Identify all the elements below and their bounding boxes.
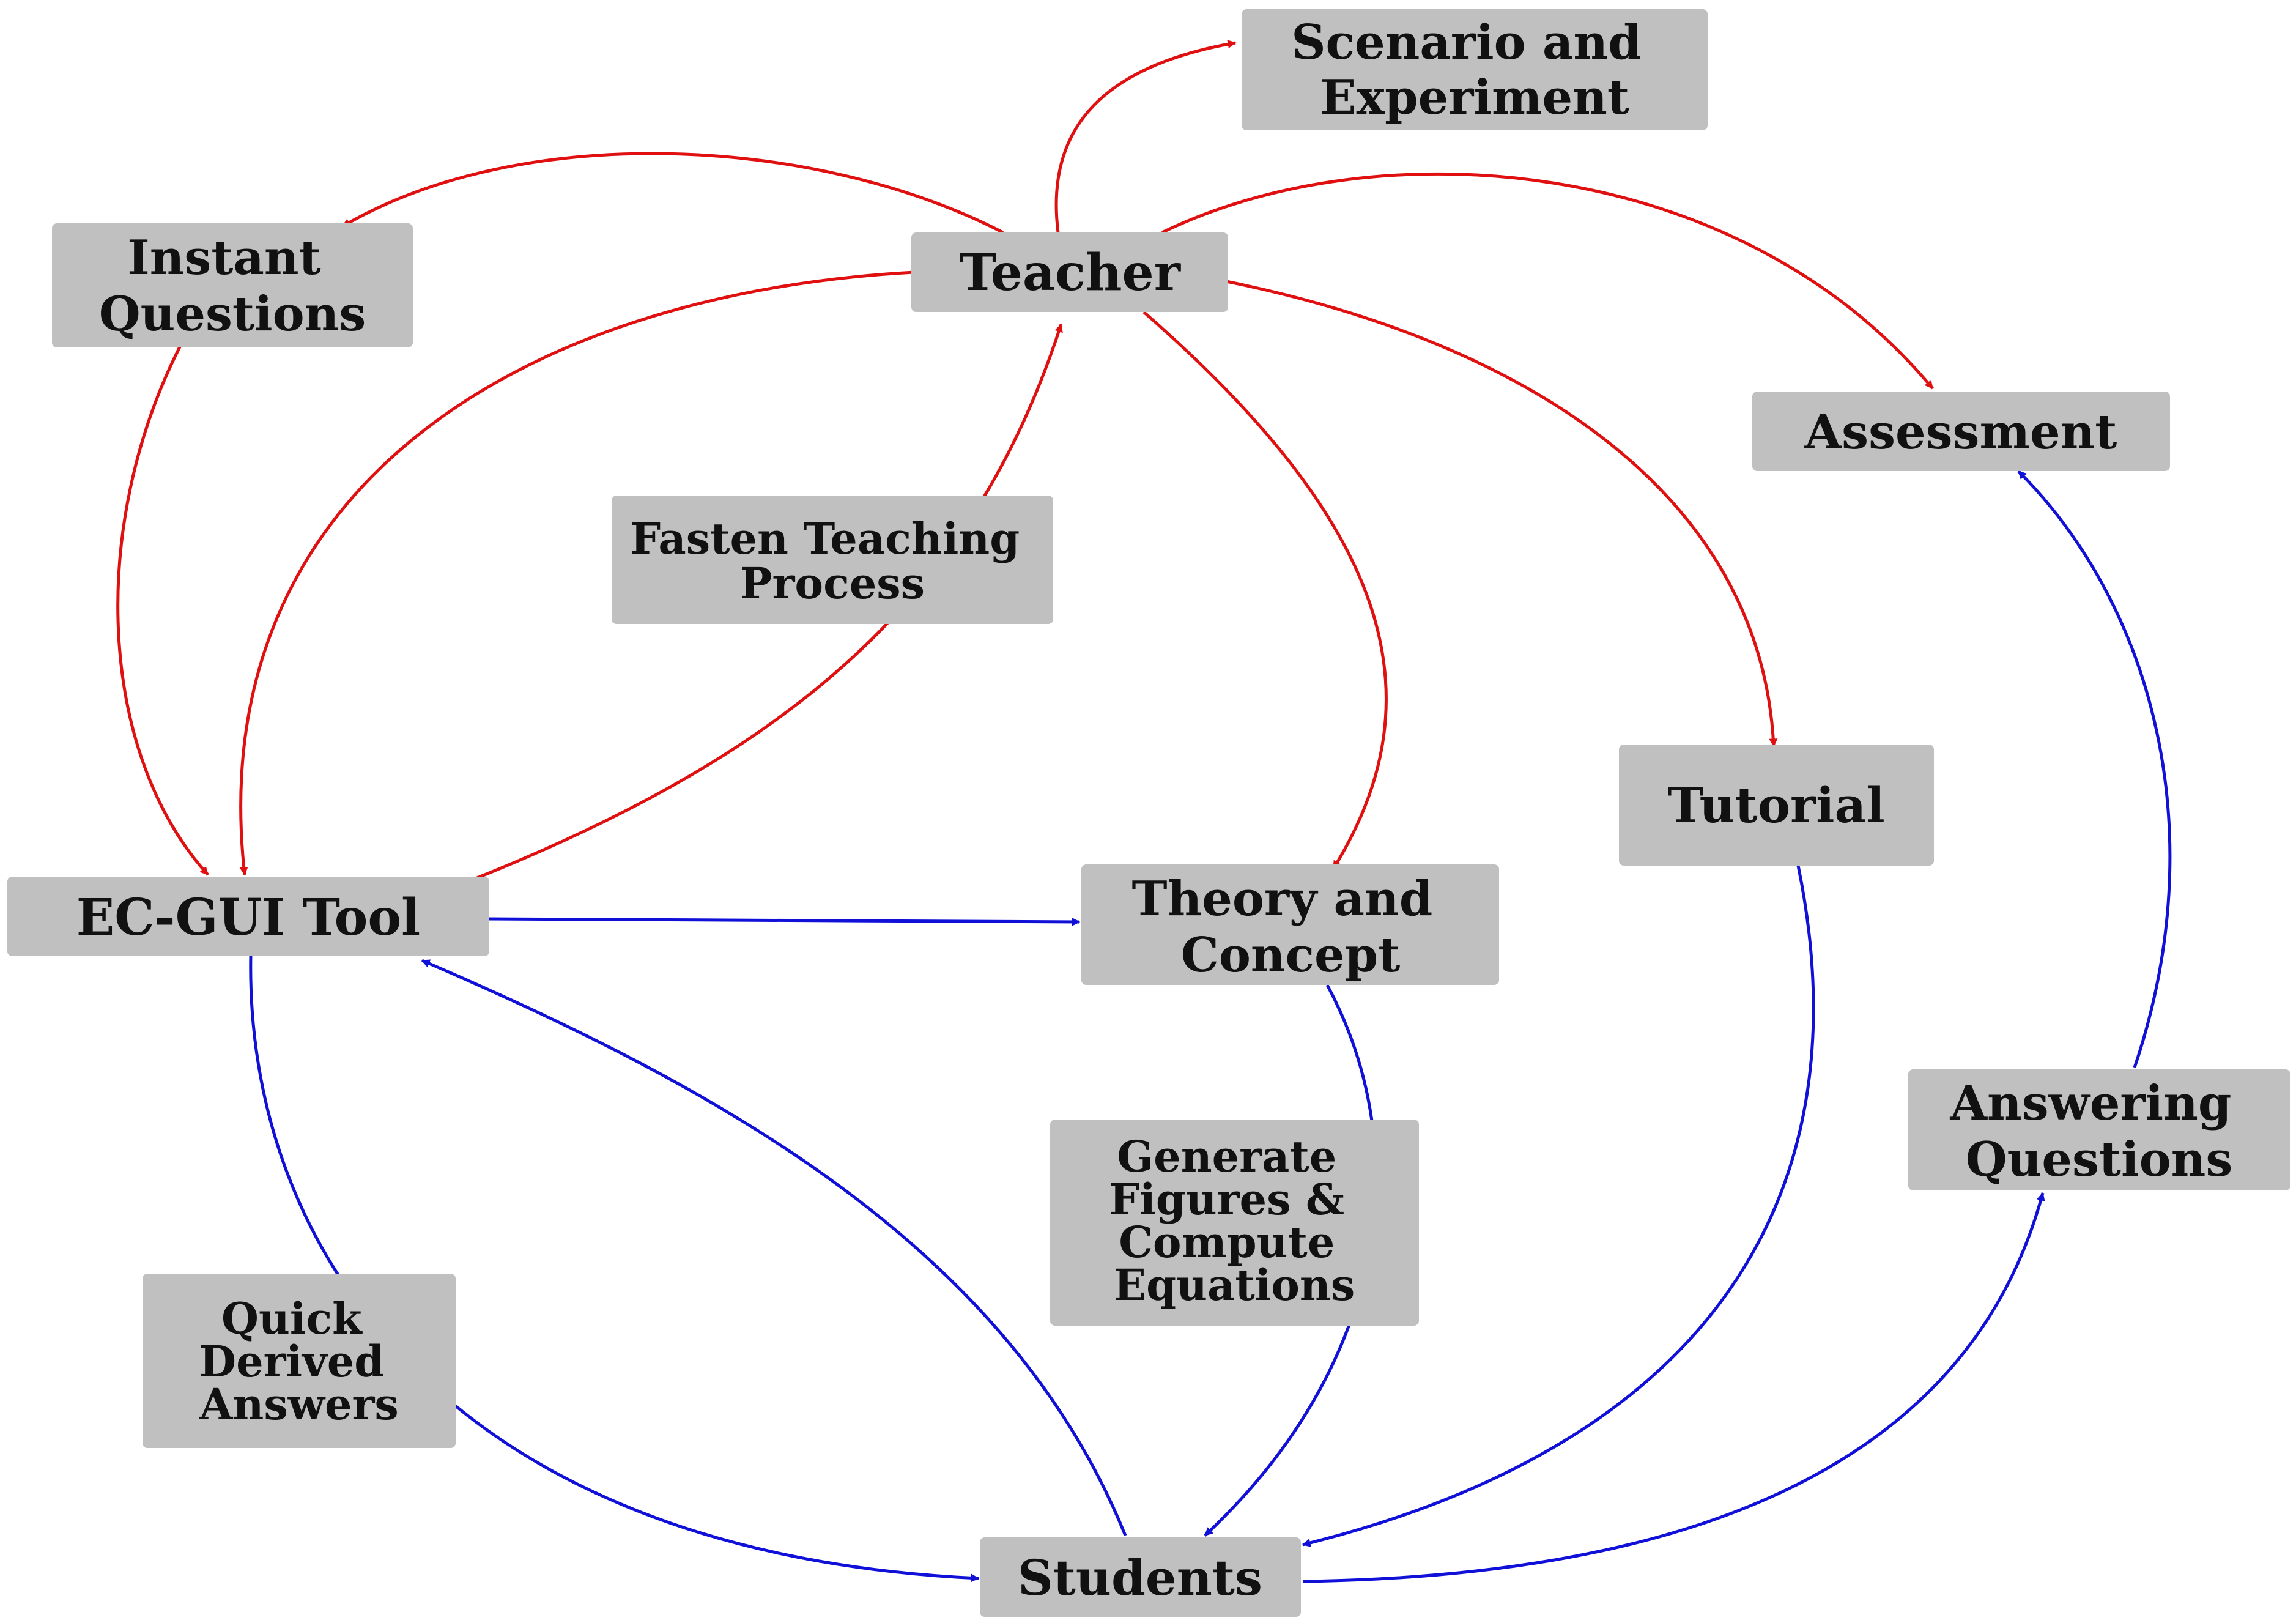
node-label-line: Students (1018, 1549, 1262, 1606)
edge-ec-gui-to-theory (489, 917, 1081, 926)
node-label-line: Instant (127, 230, 320, 286)
svg-text:Quick Derived Answ: Quick Derived Answers (199, 1293, 399, 1430)
edges (116, 40, 2172, 1583)
node-label-line: EC-GUI Tool (76, 888, 420, 947)
svg-text:Fasten Teaching Process: Fasten Teaching Process (630, 513, 1034, 609)
svg-text:Generate Figures &: Generate Figures & Compute Equations (1109, 1131, 1360, 1310)
edge-answering-questions-to-assessment (2017, 470, 2172, 1068)
svg-text:EC-GUI Tool: EC-GUI Tool (76, 888, 420, 947)
node-label-line: Compute (1119, 1217, 1335, 1268)
edge-ec-gui-to-teacher (476, 323, 1063, 880)
svg-text:Teacher: Teacher (959, 243, 1182, 302)
node-students[interactable]: Students (980, 1537, 1301, 1617)
node-label-line: Figures & (1109, 1174, 1345, 1225)
node-label-line: Teacher (959, 243, 1182, 302)
svg-text:Students: Students (1018, 1549, 1262, 1606)
node-answering-questions[interactable]: Answering Questions (1908, 1069, 2290, 1190)
node-label-line: Scenario and (1291, 15, 1641, 70)
node-generate-figures-compute-equations[interactable]: Generate Figures & Compute Equations (1050, 1120, 1419, 1326)
node-label-line: Derived (199, 1336, 384, 1387)
node-label-line: Questions (1966, 1132, 2233, 1187)
node-label-line: Experiment (1320, 70, 1629, 125)
node-label-line: Assessment (1804, 404, 2117, 460)
node-label-line: Theory and (1132, 871, 1433, 927)
edge-teacher-to-tutorial (1226, 280, 1778, 748)
svg-text:Theory and Concept: Theory and Concept (1132, 871, 1450, 983)
node-label-line: Process (740, 558, 925, 609)
node-teacher[interactable]: Teacher (911, 232, 1228, 312)
node-label-line: Quick (221, 1293, 363, 1344)
svg-text:Tutorial: Tutorial (1667, 776, 1884, 834)
node-label-line: Generate (1117, 1131, 1336, 1182)
node-theory-and-concept[interactable]: Theory and Concept (1081, 864, 1499, 985)
edge-teacher-to-theory (1142, 311, 1388, 870)
svg-text:Assessment: Assessment (1804, 404, 2117, 460)
edge-tutorial-to-students (1302, 865, 1815, 1547)
node-ec-gui-tool[interactable]: EC-GUI Tool (7, 877, 489, 956)
node-label-line: Equations (1114, 1260, 1355, 1310)
node-tutorial[interactable]: Tutorial (1619, 745, 1934, 866)
node-fasten-teaching-process[interactable]: Fasten Teaching Process (612, 496, 1053, 624)
edge-teacher-to-scenario (1054, 40, 1237, 233)
edge-instant-questions-to-ec-gui (116, 344, 209, 876)
node-label-line: Concept (1181, 927, 1401, 983)
node-instant-questions[interactable]: Instant Questions (52, 223, 413, 347)
edge-students-to-answering-questions (1302, 1192, 2045, 1583)
edge-students-to-ec-gui (421, 959, 1127, 1536)
svg-text:Answering Questions: Answering Questions (1949, 1075, 2248, 1187)
node-label-line: Tutorial (1667, 776, 1884, 834)
edge-ec-gui-to-students (249, 954, 980, 1583)
svg-text:Instant Questions: Instant Questions (99, 230, 366, 342)
edge-teacher-to-instant-questions (341, 152, 1004, 234)
node-scenario-and-experiment[interactable]: Scenario and Experiment (1242, 9, 1708, 130)
edge-teacher-to-ec-gui (239, 270, 915, 876)
edge-teacher-to-assessment (1161, 172, 1934, 390)
node-assessment[interactable]: Assessment (1752, 392, 2170, 471)
svg-text:Scenario and Experiment: Scenario and Experiment (1291, 15, 1658, 125)
node-quick-derived-answers[interactable]: Quick Derived Answers (143, 1274, 456, 1448)
node-label-line: Fasten Teaching (630, 513, 1020, 564)
node-label-line: Answers (199, 1379, 399, 1430)
node-label-line: Answering (1949, 1075, 2231, 1131)
node-label-line: Questions (99, 286, 366, 342)
